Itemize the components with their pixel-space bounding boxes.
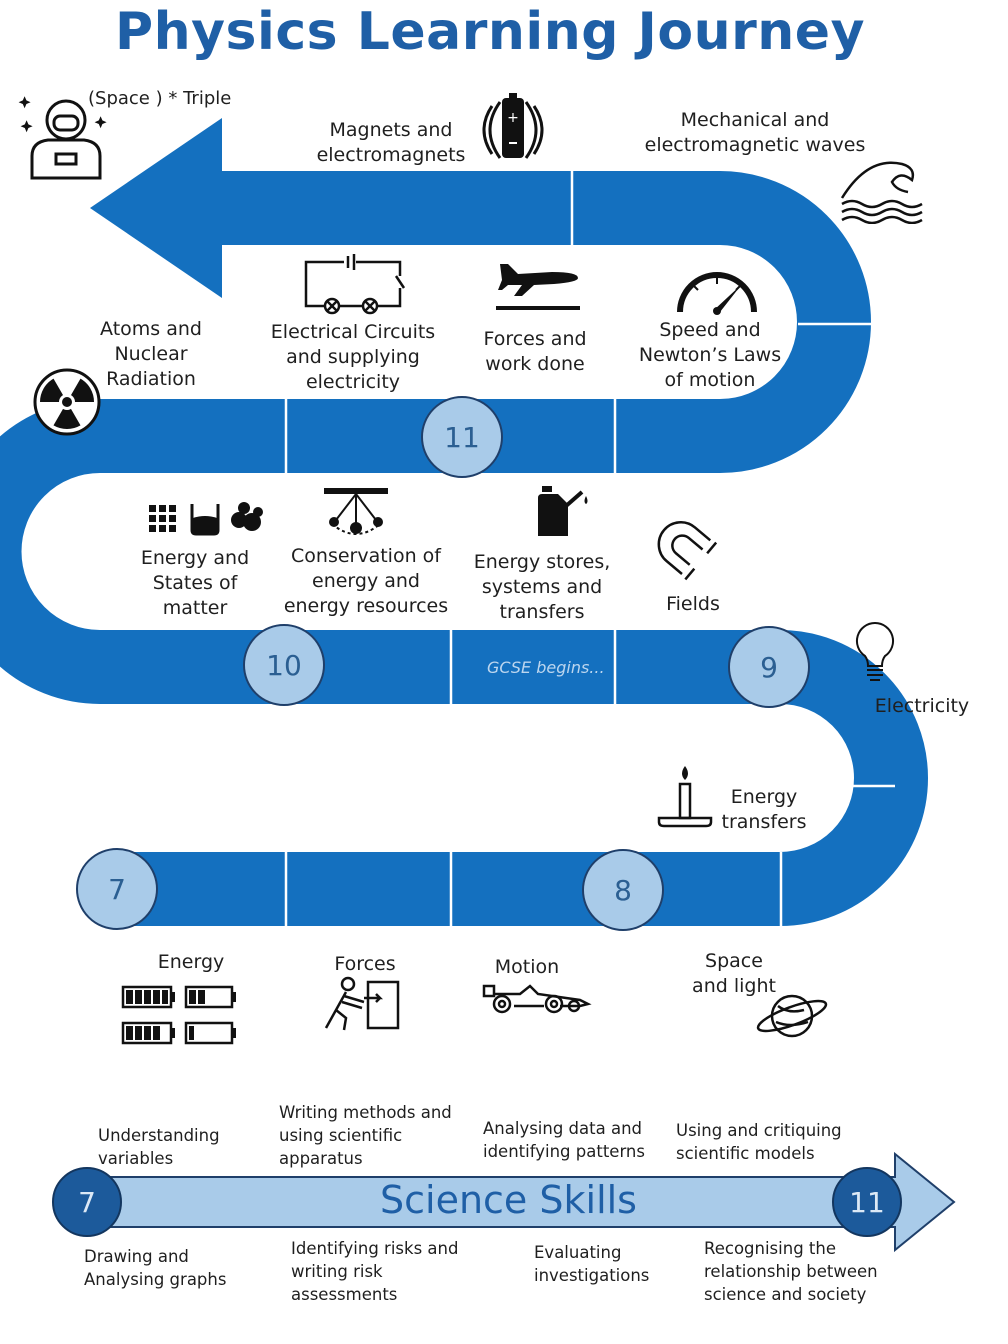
particles-icon [149, 505, 176, 532]
skills-end-year: 11 [832, 1167, 902, 1237]
planet-icon [756, 994, 828, 1038]
topic-space-triple: (Space ) * Triple [88, 88, 232, 109]
topic-fields: Fields [666, 593, 720, 615]
beaker-icon [190, 504, 220, 536]
skill-evaluating-investigations: Evaluating investigations [534, 1243, 650, 1285]
topic-conservation: Conservation of energy and energy resour… [283, 545, 449, 617]
science-skills-title: Science Skills [380, 1178, 637, 1222]
topic-speed: Speed and Newton’s Laws of motion [638, 319, 782, 391]
topic-electricity: Electricity [874, 695, 970, 717]
astronaut-icon [18, 96, 107, 180]
molecule-icon [231, 502, 263, 531]
gcse-note: GCSE begins... [487, 658, 605, 677]
skills-start-year: 7 [52, 1167, 122, 1237]
skill-understanding-variables: Understanding variables [98, 1126, 220, 1168]
skill-analysing-data: Analysing data and identifying patterns [483, 1119, 645, 1161]
topic-states: Energy and States of matter [140, 547, 250, 619]
topic-atoms: Atoms and Nuclear Radiation [100, 318, 202, 390]
airplane-icon [496, 264, 580, 310]
pendulum-icon [324, 488, 388, 535]
skill-science-society: Recognising the relationship between sci… [704, 1239, 878, 1304]
skill-drawing-graphs: Drawing and Analysing graphs [84, 1247, 227, 1289]
topic-circuits: Electrical Circuits and supplying electr… [270, 321, 436, 393]
speedometer-icon [677, 272, 757, 315]
topic-forces-work: Forces and work done [483, 328, 587, 375]
skill-risk-assessments: Identifying risks and writing risk asses… [291, 1239, 459, 1304]
wave-icon [840, 161, 923, 224]
magnet-icon [657, 521, 718, 581]
year-9-marker: 9 [728, 626, 810, 708]
skill-critiquing-models: Using and critiquing scientific models [676, 1121, 842, 1163]
topic-energy-transfers: Energy transfers [721, 786, 807, 833]
topic-stores: Energy stores, systems and transfers [473, 551, 611, 623]
topic-space-light: Space and light [692, 950, 776, 997]
lightbulb-icon [855, 621, 895, 681]
fuel-can-icon [538, 486, 588, 536]
race-car-icon [482, 984, 592, 1014]
battery-icon: + [482, 93, 544, 159]
candle-icon [657, 766, 713, 828]
year-7-marker: 7 [76, 848, 158, 930]
year-8-marker: 8 [582, 849, 664, 931]
pushing-person-icon [324, 976, 400, 1031]
page-title: Physics Learning Journey [115, 2, 865, 62]
topic-motion: Motion [494, 956, 560, 978]
skill-writing-methods: Writing methods and using scientific app… [279, 1103, 452, 1168]
topic-waves: Mechanical and electromagnetic waves [644, 109, 866, 156]
circuit-icon [304, 254, 406, 315]
topic-energy: Energy [157, 951, 225, 973]
topic-magnets: Magnets and electromagnets [316, 119, 466, 166]
year-11-marker: 11 [421, 396, 503, 478]
battery-levels-icon [121, 985, 236, 1045]
year-10-marker: 10 [243, 624, 325, 706]
topic-forces: Forces [334, 953, 396, 975]
science-skills-arrow [79, 1151, 956, 1253]
radiation-icon [33, 368, 101, 436]
svg-text:+: + [507, 110, 519, 126]
